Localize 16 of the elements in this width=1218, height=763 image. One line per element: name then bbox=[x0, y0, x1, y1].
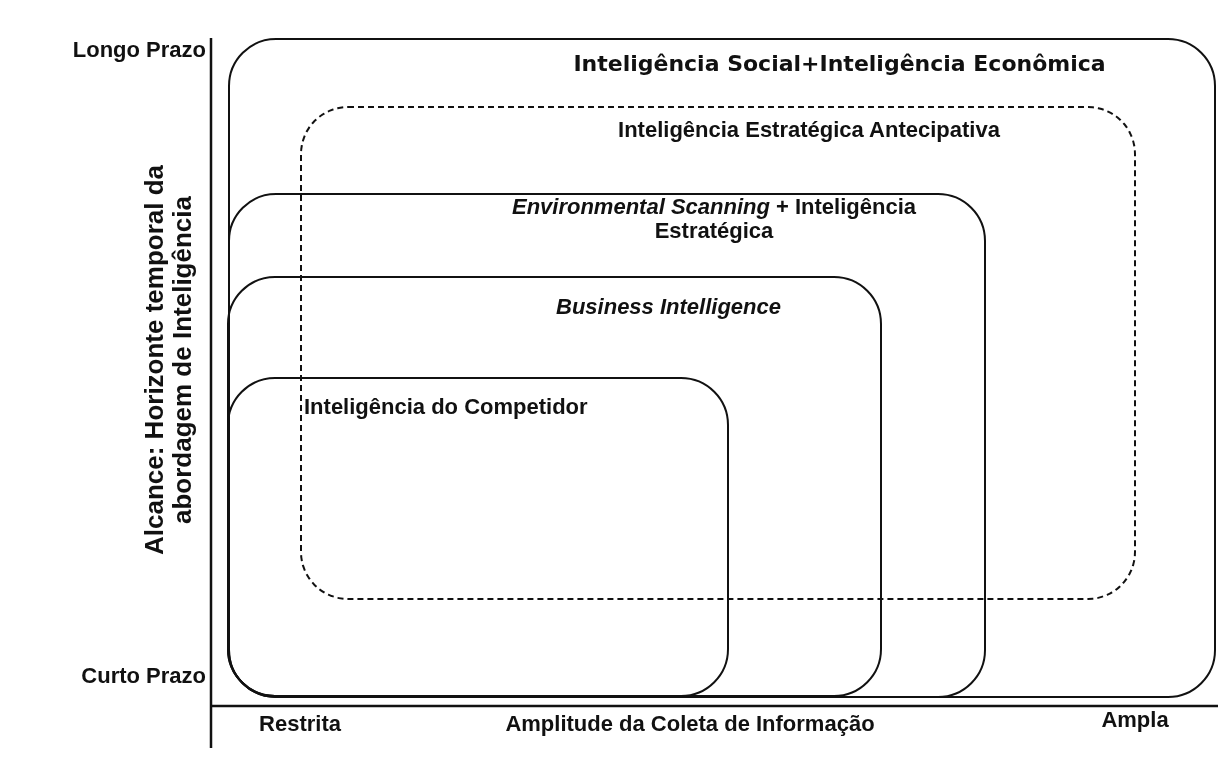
axis-end-label: Restrita bbox=[258, 712, 342, 736]
dashed-rounded-box bbox=[299, 105, 1136, 600]
box-title: Inteligência Estratégica Antecipativa bbox=[617, 118, 1001, 142]
rounded-box bbox=[227, 276, 882, 697]
rounded-box bbox=[226, 376, 729, 697]
axis-title: Alcance: Horizonte temporal da abordagem de Inteligência bbox=[140, 163, 196, 558]
outer-rounded-box bbox=[228, 38, 1216, 698]
rounded-box bbox=[227, 192, 986, 698]
box-title: Business Intelligence bbox=[555, 294, 782, 319]
axis-end-label: Longo Prazo bbox=[71, 38, 206, 62]
box-title: Inteligência do Competidor bbox=[304, 395, 589, 419]
box-title: Inteligência Social+Inteligência Econômica bbox=[572, 51, 1107, 76]
box-title: Environmental Scanning + Inteligência Estratégica bbox=[510, 195, 917, 243]
axis-end-label: Ampla bbox=[1100, 708, 1170, 732]
axis-title: Amplitude da Coleta de Informação bbox=[504, 712, 876, 736]
axis-end-label: Curto Prazo bbox=[80, 664, 206, 688]
